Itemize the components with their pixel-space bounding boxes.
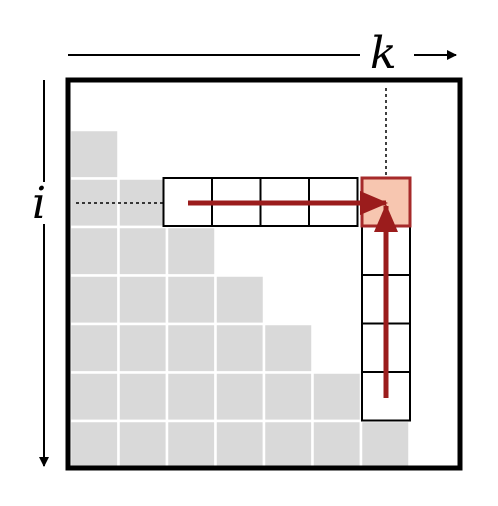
filled-cell [117, 322, 169, 374]
filled-cell [214, 322, 266, 374]
filled-cell [214, 419, 266, 471]
filled-cell [359, 419, 411, 471]
filled-cell [68, 322, 120, 374]
filled-cell [165, 419, 217, 471]
filled-cell [117, 419, 169, 471]
filled-cell [165, 371, 217, 423]
filled-cell [165, 322, 217, 374]
i-axis-label: i [32, 178, 46, 229]
filled-cell [68, 371, 120, 423]
filled-cells [68, 128, 411, 471]
filled-cell [165, 225, 217, 277]
filled-cell [68, 274, 120, 326]
filled-cell [117, 371, 169, 423]
filled-cell [262, 371, 314, 423]
filled-cell [311, 371, 363, 423]
filled-cell [68, 419, 120, 471]
filled-cell [262, 322, 314, 374]
filled-cell [262, 419, 314, 471]
filled-cell [165, 274, 217, 326]
filled-cell [214, 371, 266, 423]
filled-cell [68, 225, 120, 277]
filled-cell [214, 274, 266, 326]
filled-cell [117, 274, 169, 326]
filled-cell [117, 225, 169, 277]
filled-cell [68, 128, 120, 180]
filled-cell [311, 419, 363, 471]
k-axis-label: k [370, 28, 397, 79]
matrix-frame [65, 77, 463, 471]
